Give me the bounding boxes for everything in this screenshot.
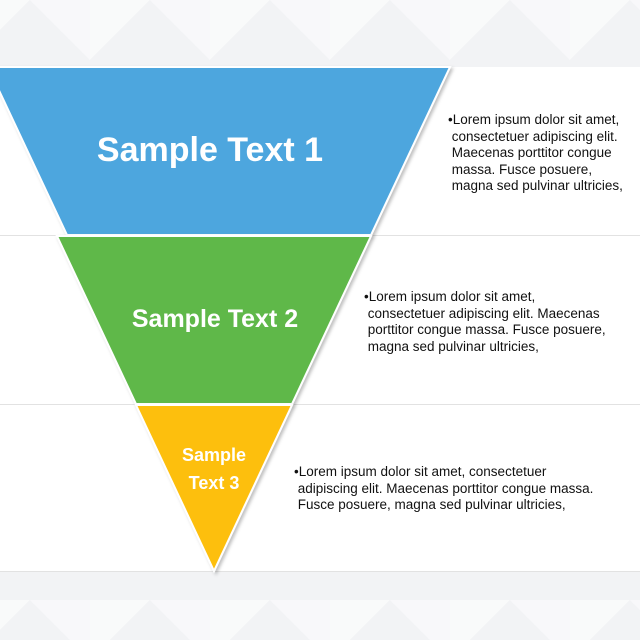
- text-panel-3: [0, 405, 640, 572]
- bullet-text-1: •Lorem ipsum dolor sit amet, consectetue…: [448, 112, 623, 193]
- bullet-text-3: •Lorem ipsum dolor sit amet, consectetue…: [294, 464, 594, 512]
- segment-label-2: Sample Text 2: [131, 305, 299, 333]
- funnel-segment-3: [134, 404, 294, 574]
- segment-label-1: Sample Text 1: [96, 131, 324, 169]
- segment-label-3: Sample Text 3: [181, 445, 247, 493]
- bullet-text-2: •Lorem ipsum dolor sit amet, consectetue…: [364, 289, 606, 354]
